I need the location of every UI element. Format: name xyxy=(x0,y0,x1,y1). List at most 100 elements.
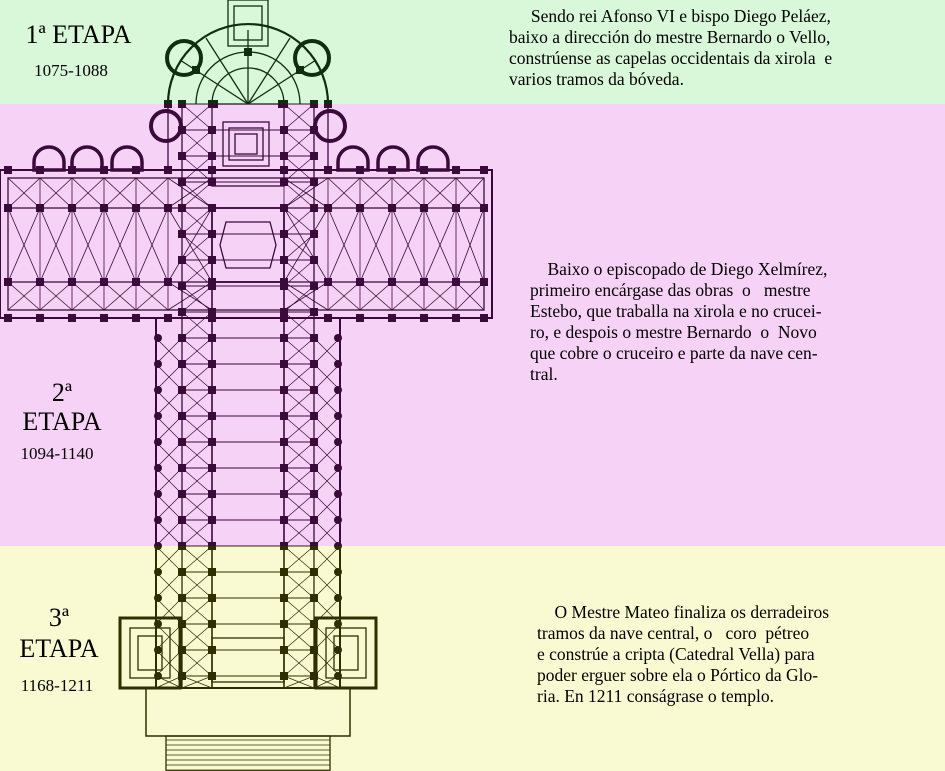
pier xyxy=(296,66,304,74)
buttress xyxy=(334,516,342,524)
stage-1-band xyxy=(0,0,945,104)
pier xyxy=(208,464,216,472)
pier xyxy=(420,314,428,322)
pier xyxy=(4,204,12,212)
pier xyxy=(178,490,186,498)
pier xyxy=(278,104,286,108)
pier xyxy=(68,166,76,174)
pier xyxy=(310,308,318,316)
vault-rib xyxy=(155,546,183,573)
pier xyxy=(310,516,318,524)
stage-1-description: Sendo rei Afonso VI e bispo Diego Peláez… xyxy=(509,6,833,89)
vault-rib xyxy=(391,281,425,311)
vault-rib xyxy=(155,493,183,521)
pier xyxy=(208,568,216,576)
vault-rib xyxy=(283,181,315,209)
pier xyxy=(310,568,318,576)
pier xyxy=(280,620,288,628)
pier xyxy=(280,464,288,472)
vault-rib xyxy=(155,363,183,391)
vault-rib xyxy=(359,207,393,283)
pier xyxy=(164,204,172,212)
pier xyxy=(68,278,76,286)
pier xyxy=(310,230,318,238)
pier xyxy=(280,308,288,316)
vault-rib xyxy=(167,177,213,209)
vault-rib xyxy=(155,597,183,625)
vault-rib xyxy=(455,281,485,311)
pier xyxy=(100,204,108,212)
pier xyxy=(208,334,216,342)
vault-rib xyxy=(155,389,183,417)
vault-rib xyxy=(313,415,341,443)
pier xyxy=(310,594,318,602)
pier xyxy=(280,490,288,498)
pier xyxy=(164,314,172,322)
pier xyxy=(280,282,288,290)
vault-rib xyxy=(423,207,457,283)
vault-rib xyxy=(103,281,137,311)
pier xyxy=(452,278,460,286)
vault-rib xyxy=(313,363,341,391)
vault-rib xyxy=(313,597,341,625)
pier xyxy=(310,464,318,472)
buttress xyxy=(334,546,342,550)
pier xyxy=(178,334,186,342)
vault-rib xyxy=(283,155,315,183)
vault-rib xyxy=(283,415,315,443)
pier xyxy=(178,204,186,212)
vault-rib xyxy=(181,104,213,131)
pier xyxy=(310,178,318,186)
buttress xyxy=(334,594,342,602)
pier xyxy=(208,438,216,446)
vault-rib xyxy=(455,177,485,209)
vault-rib xyxy=(283,311,315,339)
pier xyxy=(178,464,186,472)
vault-rib xyxy=(313,623,341,651)
pier xyxy=(280,672,288,680)
pier xyxy=(324,100,332,104)
stage-2-title: ETAPA xyxy=(22,407,102,436)
pier xyxy=(310,152,318,160)
pier xyxy=(132,204,140,212)
pier xyxy=(356,204,364,212)
vault-rib xyxy=(181,181,213,209)
pier xyxy=(210,104,218,108)
vault-rib xyxy=(313,571,341,599)
vault-rib xyxy=(283,207,315,235)
pier xyxy=(178,620,186,628)
pier xyxy=(280,126,288,134)
pier xyxy=(480,204,488,212)
pier xyxy=(164,166,172,174)
vault-rib xyxy=(155,649,183,677)
vault-rib xyxy=(181,129,213,157)
stage-2-number: 2ª xyxy=(51,378,73,407)
vault-rib xyxy=(7,207,41,283)
pier xyxy=(100,166,108,174)
pier xyxy=(68,314,76,322)
pier xyxy=(388,278,396,286)
pier xyxy=(310,104,318,108)
vault-rib xyxy=(313,337,341,365)
vault-rib xyxy=(181,233,213,261)
pier xyxy=(280,166,288,174)
pier xyxy=(452,314,460,322)
vault-rib xyxy=(283,597,315,625)
pier xyxy=(452,166,460,174)
vault-rib xyxy=(39,177,73,209)
pier xyxy=(310,204,318,212)
pier xyxy=(280,386,288,394)
vault-rib xyxy=(283,623,315,651)
buttress xyxy=(154,438,162,446)
pier xyxy=(36,314,44,322)
pier xyxy=(4,314,12,322)
buttress xyxy=(334,464,342,472)
pier xyxy=(178,104,186,108)
vault-rib xyxy=(283,467,315,495)
pier xyxy=(164,100,172,104)
pier xyxy=(208,360,216,368)
vault-rib xyxy=(181,493,213,521)
vault-rib xyxy=(135,177,169,209)
pier xyxy=(178,256,186,264)
pier xyxy=(208,204,216,212)
